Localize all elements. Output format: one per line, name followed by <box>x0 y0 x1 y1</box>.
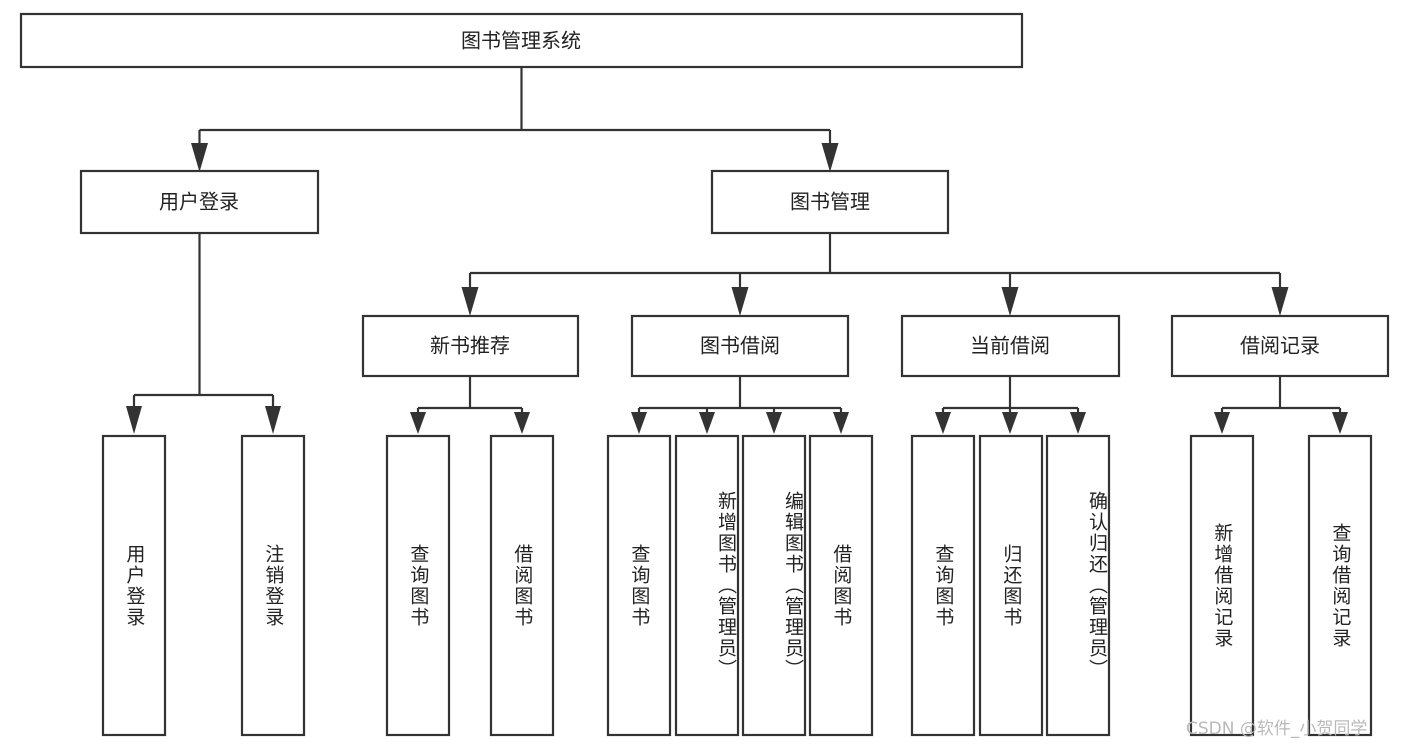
arrowhead-borrow-record <box>1271 287 1289 316</box>
label-current-borrow: 当前借阅 <box>970 334 1050 358</box>
node-leaf-book-borrow-1[interactable] <box>674 434 740 737</box>
arrowhead-bb-leaf2 <box>699 412 715 434</box>
node-book-borrow[interactable] <box>630 314 850 378</box>
arrowhead-br-leaf1 <box>1214 412 1230 434</box>
node-leaf-user-login-1[interactable] <box>240 434 306 737</box>
label-user-login: 用户登录 <box>159 190 239 214</box>
arrowhead-ul-leaf2 <box>265 406 281 434</box>
node-leaf-current-borrow-0[interactable] <box>910 434 976 737</box>
node-leaf-borrow-record-0[interactable] <box>1189 434 1255 737</box>
node-leaf-borrow-record-1[interactable] <box>1307 434 1373 737</box>
arrowhead-nb-leaf2 <box>514 412 530 434</box>
arrowhead-cb-leaf2 <box>1002 412 1018 434</box>
node-user-login[interactable] <box>79 169 320 235</box>
label-layer-horizontal: 图书管理系统 用户登录 图书管理 新书推荐 图书借阅 当前借阅 借阅记录 <box>159 29 1320 358</box>
arrowhead-br-leaf2 <box>1332 412 1348 434</box>
node-leaf-book-borrow-3[interactable] <box>808 434 874 737</box>
label-new-book-recommend: 新书推荐 <box>430 334 510 358</box>
arrowhead-nb-leaf1 <box>410 412 426 434</box>
connector-layer <box>126 68 1348 434</box>
node-leaf-new-book-1[interactable] <box>489 434 555 737</box>
arrowhead-new-book <box>461 287 479 316</box>
arrowhead-user-login <box>191 143 208 172</box>
node-leaf-book-borrow-0[interactable] <box>606 434 672 737</box>
arrowhead-bb-leaf3 <box>766 412 782 434</box>
arrowhead-bb-leaf1 <box>631 412 647 434</box>
arrowhead-cb-leaf1 <box>935 412 951 434</box>
node-current-borrow[interactable] <box>900 314 1121 378</box>
node-book-manage[interactable] <box>710 169 950 235</box>
arrowhead-bb-leaf4 <box>833 412 849 434</box>
node-leaf-current-borrow-2[interactable] <box>1045 434 1111 737</box>
arrowhead-book-manage <box>821 143 839 172</box>
label-book-manage: 图书管理 <box>790 190 870 214</box>
arrowhead-cb-leaf3 <box>1070 412 1086 434</box>
node-leaf-user-login-0[interactable] <box>101 434 167 737</box>
arrowhead-current-borrow <box>1001 287 1019 316</box>
node-leaf-current-borrow-1[interactable] <box>978 434 1044 737</box>
label-book-borrow: 图书借阅 <box>700 334 780 358</box>
node-borrow-record[interactable] <box>1170 314 1390 378</box>
label-borrow-record: 借阅记录 <box>1240 334 1320 358</box>
node-layer <box>19 12 1390 737</box>
watermark: CSDN @软件_小贺同学 <box>1186 719 1368 739</box>
node-new-book-recommend[interactable] <box>361 314 580 378</box>
label-root: 图书管理系统 <box>461 29 581 53</box>
node-leaf-new-book-0[interactable] <box>385 434 451 737</box>
arrowhead-ul-leaf1 <box>126 406 142 434</box>
node-root[interactable] <box>19 12 1024 69</box>
node-leaf-book-borrow-2[interactable] <box>741 434 807 737</box>
arrowhead-book-borrow <box>731 287 749 316</box>
